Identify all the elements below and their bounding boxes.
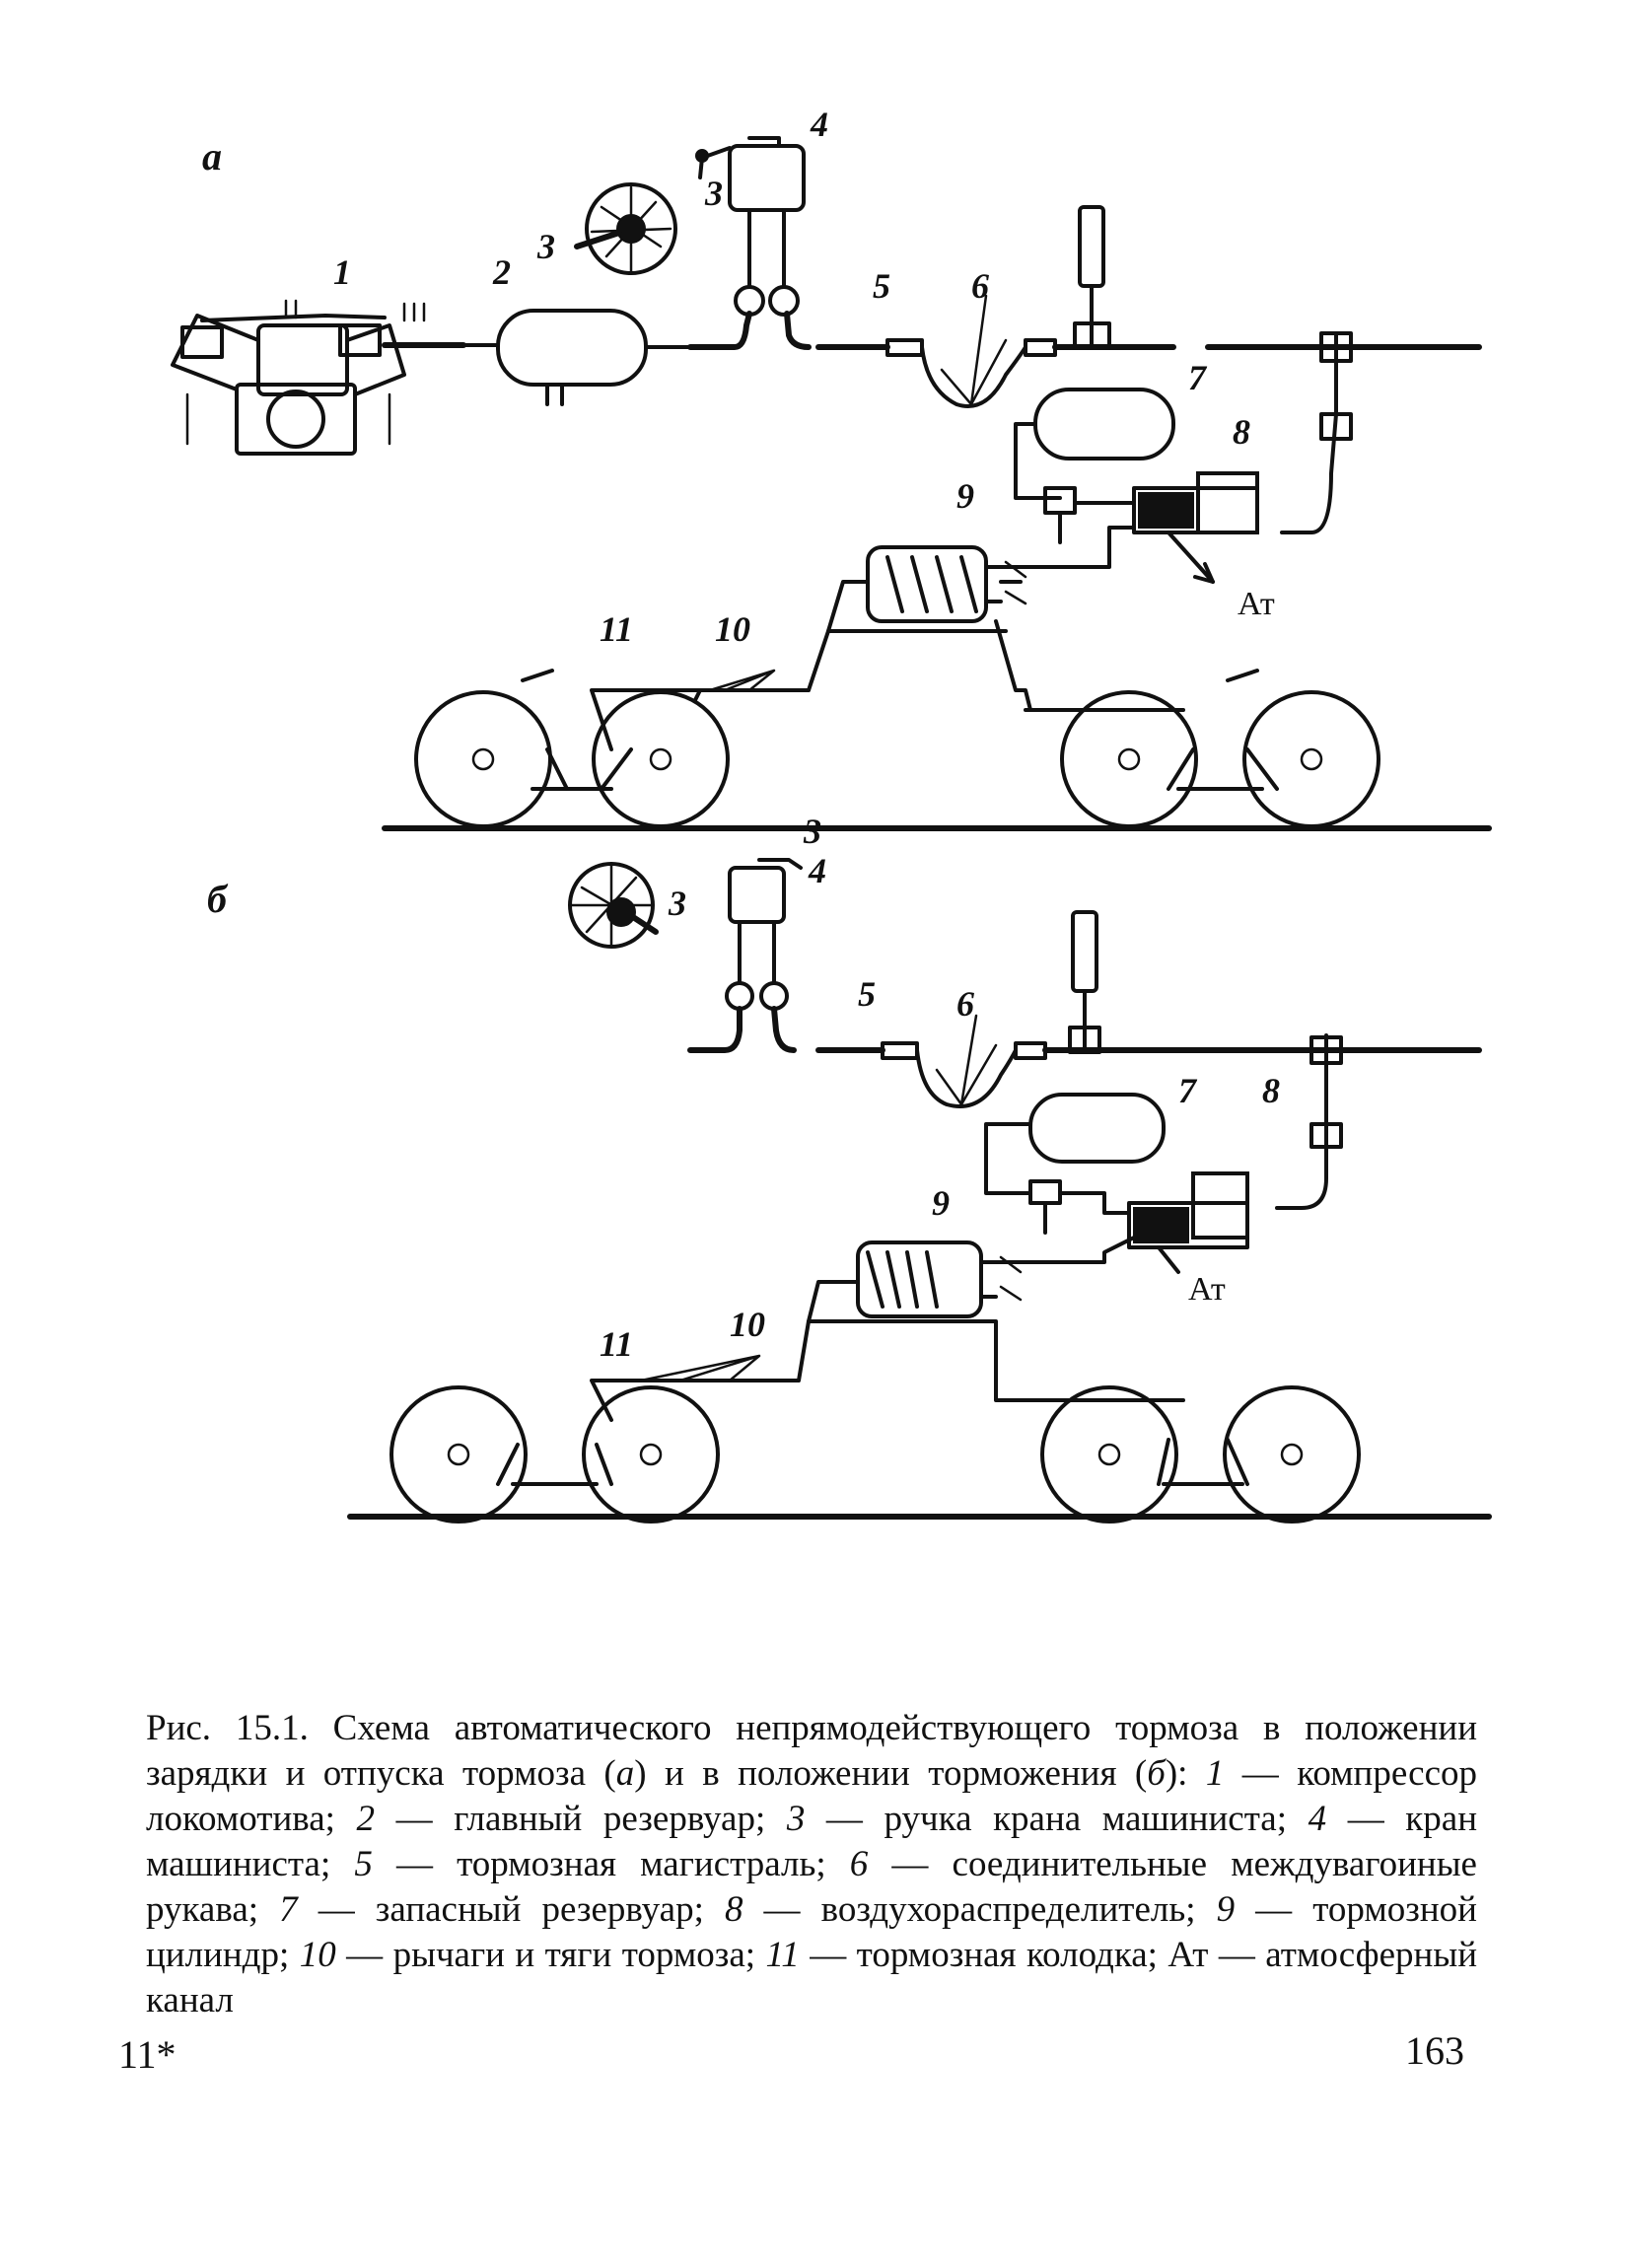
caption-item-num: 9 (1216, 1889, 1236, 1930)
caption-item-text: — кран машиниста; (146, 1799, 1477, 1884)
caption-tail: ): (1165, 1753, 1188, 1794)
page-number: 163 (1405, 2028, 1464, 2073)
signature-mark: 11* (118, 2032, 177, 2077)
label-10: 10 (715, 609, 750, 649)
caption-item-text: — тормозная колодка; Ат — атмосферный ка… (146, 1935, 1477, 2020)
aux-reservoir-7-b (984, 1093, 1166, 1195)
label-3-indicator: 3 (536, 227, 555, 266)
label-5-b: 5 (858, 974, 876, 1014)
panel-a-label: а (202, 134, 222, 178)
label-3-handle-b: 3 (803, 812, 821, 851)
caption-item-text: — тормозной цилиндр; (146, 1889, 1477, 1975)
air-distributor-8-b (994, 1171, 1249, 1274)
label-6-b: 6 (956, 984, 974, 1024)
drivers-valve-4-b (687, 858, 803, 1053)
brake-cylinder-9-b (856, 1240, 1023, 1318)
label-9: 9 (956, 476, 974, 516)
drivers-valve-4 (687, 136, 812, 350)
figure-caption: Рис. 15.1. Схема автоматического непрямо… (146, 1706, 1477, 2023)
label-3-indicator-b: 3 (668, 884, 686, 923)
caption-item-num: 10 (299, 1935, 336, 1975)
end-cock-gauge (1073, 205, 1111, 350)
caption-b: б (1147, 1753, 1166, 1794)
caption-item-text: — запасный резервуар; (297, 1889, 725, 1930)
wheelset-b (347, 1385, 1492, 1524)
caption-item-text: — компрессор локомотива; (146, 1753, 1478, 1839)
label-at-a: Ат (1238, 586, 1275, 622)
wheelset-a (382, 669, 1492, 831)
handle-indicator-3 (574, 182, 677, 275)
panel-b-label: б (207, 877, 229, 921)
caption-item-text: — рычаги и тяги тормоза; (335, 1935, 766, 1975)
end-cock-gauge-b (1068, 910, 1101, 1054)
main-reservoir-2 (461, 309, 692, 406)
label-8: 8 (1233, 412, 1250, 452)
caption-a: а (615, 1753, 635, 1794)
label-10-b: 10 (730, 1305, 765, 1344)
compressor-1 (171, 314, 406, 456)
brake-rigging-10-b (590, 1280, 1185, 1422)
connecting-hoses-6 (885, 294, 1057, 408)
connecting-hoses-6-b (881, 1014, 1047, 1108)
caption-item-num: 2 (356, 1799, 376, 1839)
caption-head: Рис. 15.1. Схема автоматического непрямо… (146, 1708, 1477, 1794)
caption-item-text: — ручка крана машиниста; (805, 1799, 1309, 1839)
label-11: 11 (600, 609, 633, 649)
panel-b: б (207, 812, 1492, 1524)
branch-pipe-b (1275, 1033, 1328, 1210)
air-distributor-8 (999, 471, 1259, 584)
handle-indicator-3-b (568, 862, 659, 949)
caption-item-num: 11 (765, 1935, 800, 1975)
branch-pipe (1280, 333, 1338, 534)
label-7-b: 7 (1178, 1071, 1198, 1110)
panel-a: а (171, 105, 1492, 831)
label-4: 4 (810, 105, 828, 144)
caption-item-num: 6 (849, 1844, 869, 1884)
caption-item-text: — тормозная магистраль; (372, 1844, 850, 1884)
caption-item-num: 8 (724, 1889, 743, 1930)
label-4-b: 4 (808, 851, 826, 890)
label-9-b: 9 (932, 1183, 950, 1223)
label-8-b: 8 (1262, 1071, 1280, 1110)
label-7: 7 (1188, 358, 1208, 397)
caption-item-text: — соединительные междувагоиные рукава; (146, 1844, 1477, 1930)
brake-system-diagram: а (171, 105, 1492, 1524)
caption-mid: ) и в положении торможения ( (634, 1753, 1148, 1794)
caption-item-text: — воздухораспределитель; (743, 1889, 1217, 1930)
label-11-b: 11 (600, 1324, 633, 1364)
caption-item-text: — главный резервуар; (375, 1799, 787, 1839)
label-3-handle: 3 (704, 174, 723, 213)
label-6: 6 (971, 266, 989, 306)
aux-reservoir-7 (1014, 388, 1175, 500)
caption-item-num: 7 (279, 1889, 298, 1930)
label-at-b: Ат (1188, 1271, 1226, 1308)
label-2: 2 (492, 252, 511, 292)
label-5: 5 (873, 266, 890, 306)
caption-item-num: 3 (786, 1799, 806, 1839)
brake-cylinder-9 (866, 545, 1027, 623)
brake-shoe-11 (521, 669, 1259, 682)
caption-item-num: 5 (354, 1844, 373, 1884)
caption-item-num: 1 (1205, 1753, 1225, 1794)
label-1: 1 (333, 252, 351, 292)
brake-rigging-10 (590, 580, 1185, 751)
caption-item-num: 4 (1308, 1799, 1327, 1839)
